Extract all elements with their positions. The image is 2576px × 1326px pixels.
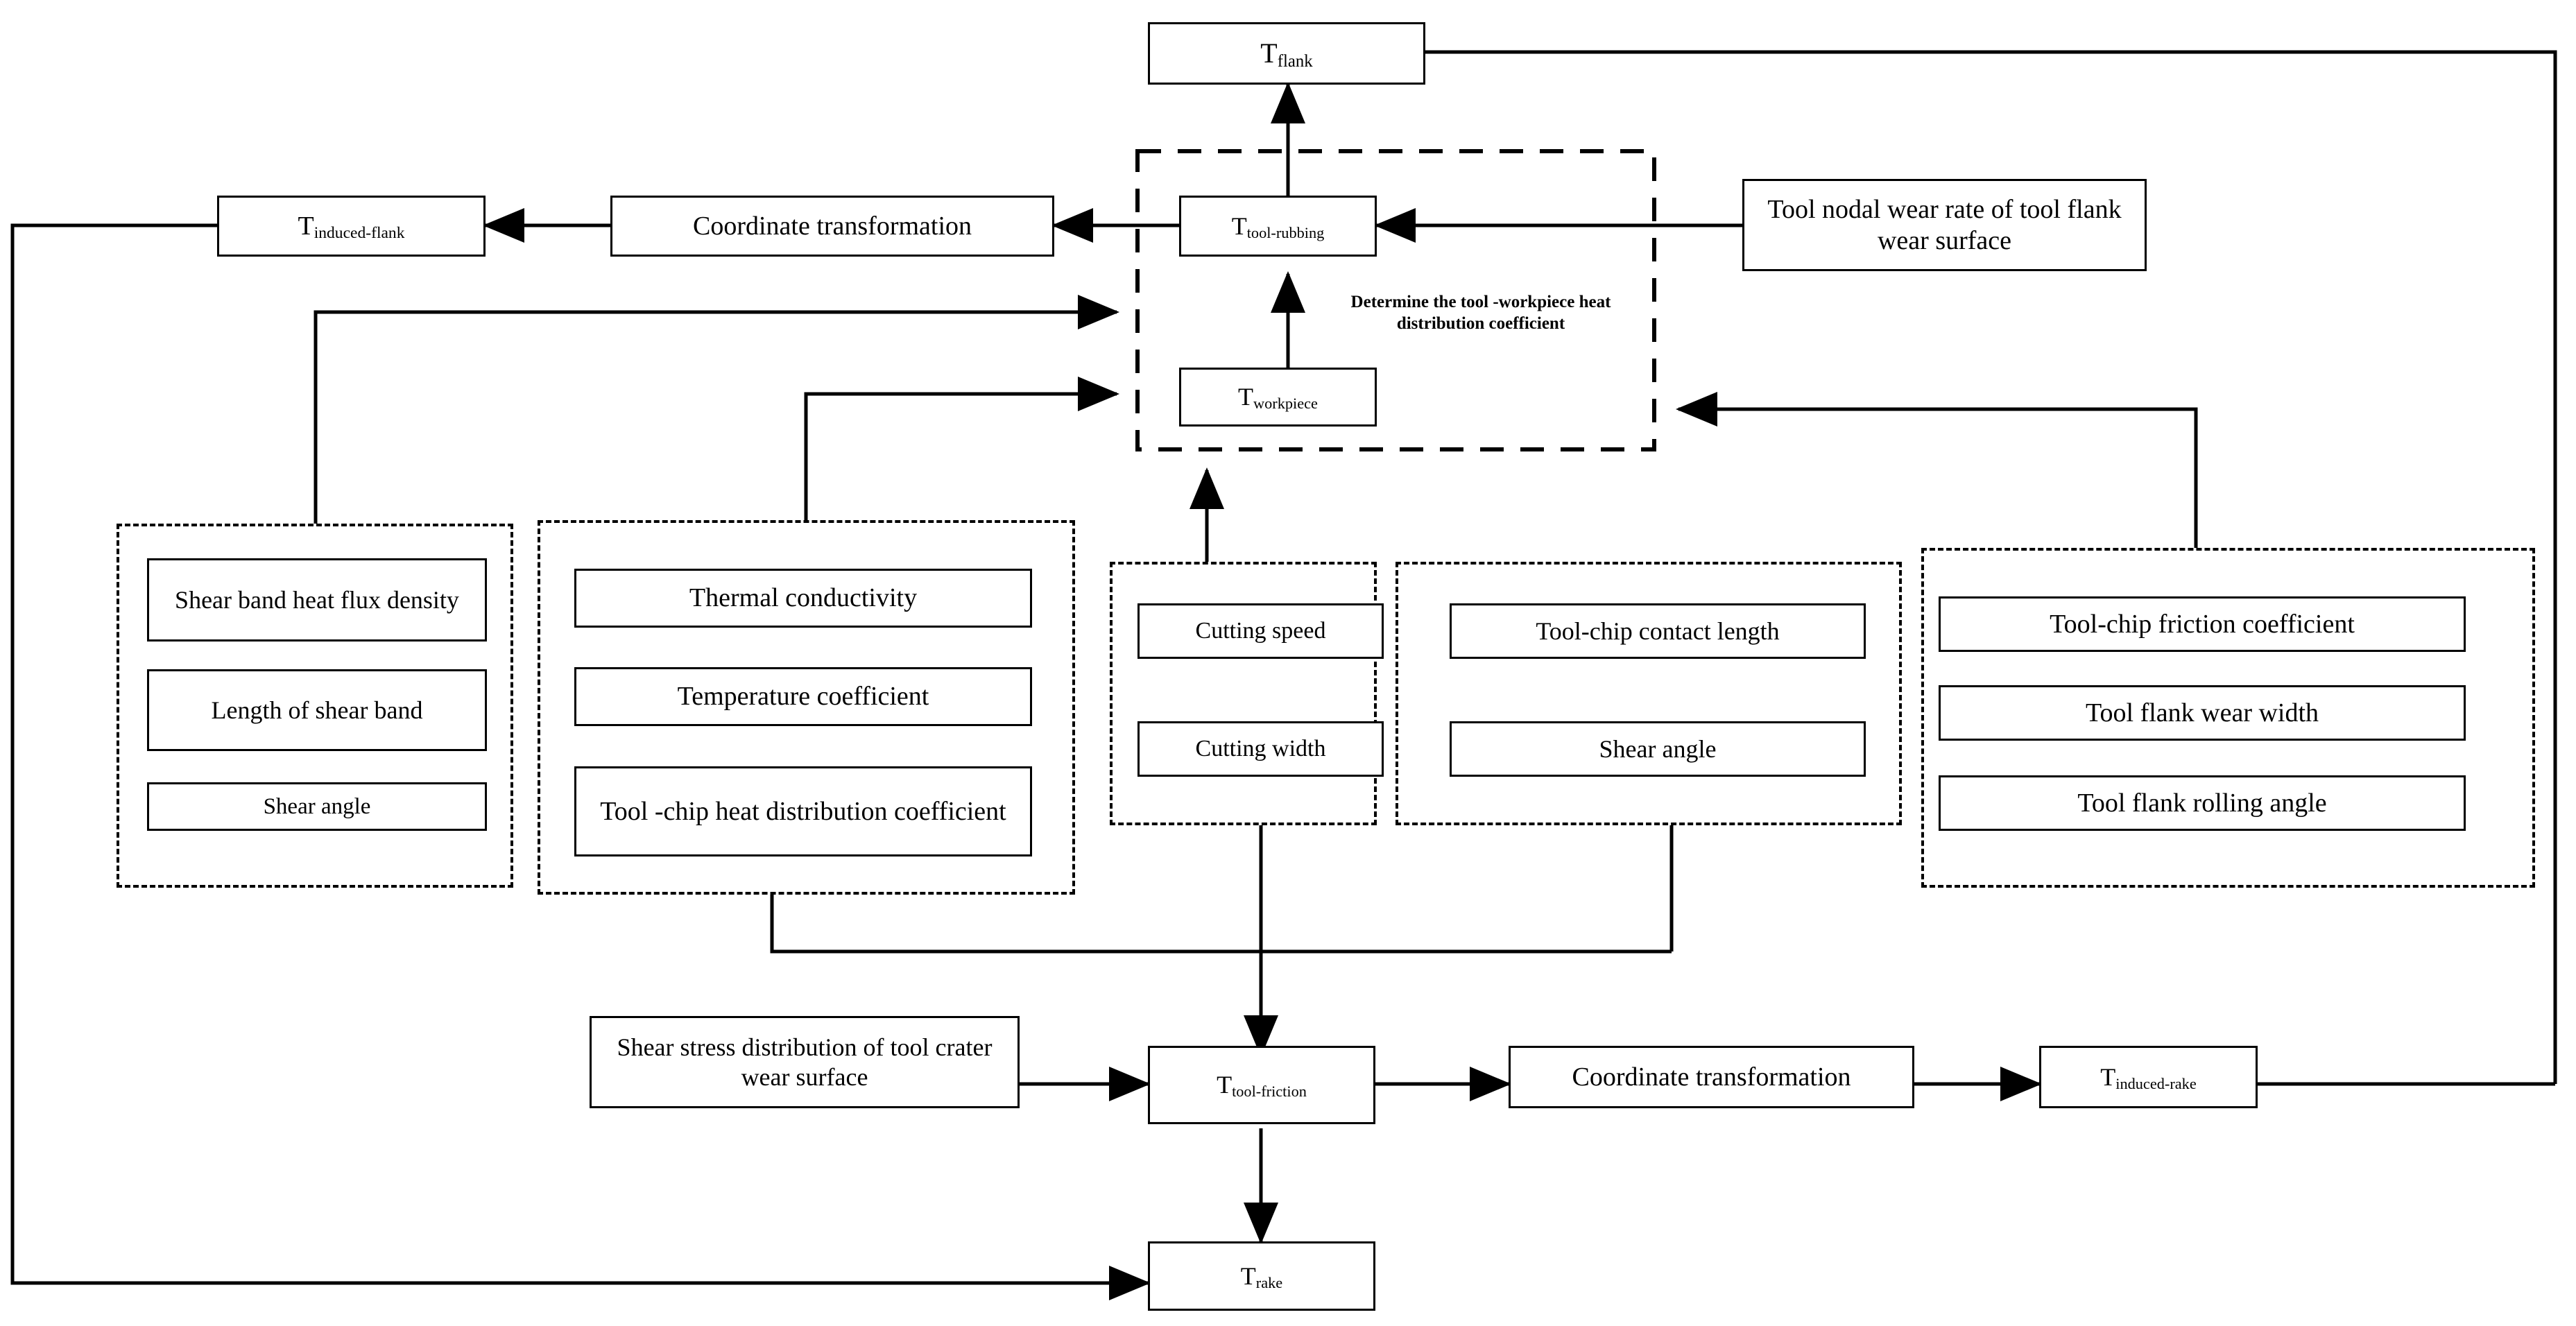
node-t-induced-rake[interactable]: Tinduced-rake <box>2039 1046 2258 1108</box>
node-tool-chip-heat-distribution-coefficient[interactable]: Tool -chip heat distribution coefficient <box>574 766 1032 856</box>
thermal-conductivity-label: Thermal conductivity <box>689 583 918 613</box>
edge-frictiongroup-to-rubbing <box>1675 391 2198 548</box>
t-induced-flank-sub: induced-flank <box>314 223 405 242</box>
cutting-speed-label: Cutting speed <box>1195 617 1326 644</box>
node-shear-angle-left[interactable]: Shear angle <box>147 782 487 831</box>
edge-materialgroup-to-rubbing <box>804 377 1120 520</box>
t-workpiece-base: T <box>1238 383 1254 411</box>
node-shear-band-heat-flux-density[interactable]: Shear band heat flux density <box>147 558 487 642</box>
t-flank-base: T <box>1260 37 1278 69</box>
edge-right-return-to-tflank <box>1332 34 2557 1084</box>
t-workpiece-sub: workpiece <box>1253 395 1318 413</box>
tool-nodal-wear-label: Tool nodal wear rate of tool flank wear … <box>1767 194 2122 255</box>
t-flank-sub: flank <box>1277 51 1313 71</box>
node-temperature-coefficient[interactable]: Temperature coefficient <box>574 667 1032 726</box>
temperature-coefficient-label: Temperature coefficient <box>677 682 929 712</box>
group-rubbing-dashed <box>1135 149 1656 451</box>
shear-angle-left-label: Shear angle <box>263 793 371 819</box>
node-coordinate-transformation-top[interactable]: Coordinate transformation <box>610 196 1054 257</box>
tool-chip-friction-label: Tool-chip friction coefficient <box>2050 609 2355 639</box>
tool-flank-rolling-angle-label: Tool flank rolling angle <box>2077 788 2327 818</box>
node-tool-flank-rolling-angle[interactable]: Tool flank rolling angle <box>1939 775 2466 831</box>
length-shear-band-label: Length of shear band <box>211 696 423 724</box>
edge-tinducedflank-to-trake <box>10 223 1151 1301</box>
node-t-rake[interactable]: Trake <box>1148 1241 1375 1311</box>
shear-stress-dist-label: Shear stress distribution of tool crater… <box>617 1033 993 1091</box>
tool-flank-wear-width-label: Tool flank wear width <box>2085 698 2319 727</box>
node-t-tool-rubbing[interactable]: Ttool-rubbing <box>1179 196 1377 257</box>
node-t-tool-friction[interactable]: Ttool-friction <box>1148 1046 1375 1124</box>
tool-chip-heat-dist-label: Tool -chip heat distribution coefficient <box>600 796 1006 826</box>
node-shear-angle-mid[interactable]: Shear angle <box>1450 721 1866 777</box>
t-induced-rake-base: T <box>2100 1062 2116 1091</box>
node-thermal-conductivity[interactable]: Thermal conductivity <box>574 569 1032 628</box>
t-tool-friction-base: T <box>1217 1071 1233 1099</box>
coord-transform-bot-label: Coordinate transformation <box>1572 1062 1851 1092</box>
coord-transform-top-label: Coordinate transformation <box>692 211 972 241</box>
tool-chip-contact-label: Tool-chip contact length <box>1536 617 1780 645</box>
node-tool-flank-wear-width[interactable]: Tool flank wear width <box>1939 685 2466 741</box>
annotation-heat-distribution-coefficient: Determine the tool -workpiece heat distr… <box>1350 293 1611 334</box>
t-tool-friction-sub: tool-friction <box>1232 1083 1307 1101</box>
cutting-width-label: Cutting width <box>1195 735 1326 761</box>
t-rake-base: T <box>1240 1262 1256 1290</box>
t-induced-rake-sub: induced-rake <box>2115 1074 2197 1092</box>
shear-band-heat-label: Shear band heat flux density <box>175 585 459 614</box>
node-t-workpiece[interactable]: Tworkpiece <box>1179 368 1377 427</box>
node-tool-chip-contact-length[interactable]: Tool-chip contact length <box>1450 603 1866 659</box>
node-tool-nodal-wear-rate[interactable]: Tool nodal wear rate of tool flank wear … <box>1742 179 2147 271</box>
node-tool-chip-friction-coefficient[interactable]: Tool-chip friction coefficient <box>1939 596 2466 652</box>
node-cutting-speed[interactable]: Cutting speed <box>1137 603 1384 659</box>
node-cutting-width[interactable]: Cutting width <box>1137 721 1384 777</box>
node-shear-stress-distribution[interactable]: Shear stress distribution of tool crater… <box>590 1016 1020 1108</box>
node-t-induced-flank[interactable]: Tinduced-flank <box>217 196 486 257</box>
t-tool-rubbing-sub: tool-rubbing <box>1246 223 1325 241</box>
node-coordinate-transformation-bottom[interactable]: Coordinate transformation <box>1509 1046 1914 1108</box>
t-rake-sub: rake <box>1255 1273 1283 1291</box>
node-length-of-shear-band[interactable]: Length of shear band <box>147 669 487 751</box>
t-tool-rubbing-base: T <box>1231 212 1247 240</box>
edge-materialgroup-bottom-bus <box>770 895 1672 954</box>
edge-shearbandgroup-to-rubbing <box>314 295 1120 524</box>
shear-angle-mid-label: Shear angle <box>1599 734 1717 763</box>
node-t-flank[interactable]: Tflank <box>1148 22 1425 85</box>
t-induced-flank-base: T <box>298 211 314 241</box>
